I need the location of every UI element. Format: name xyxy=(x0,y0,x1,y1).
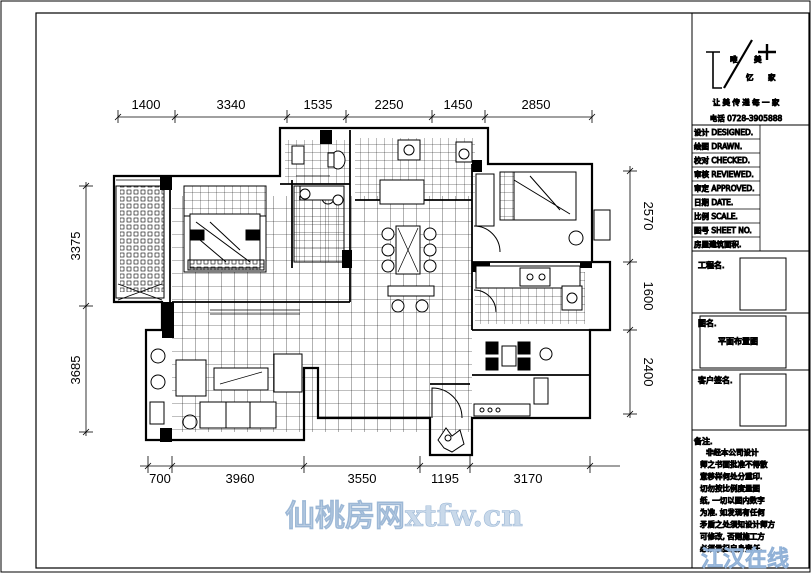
row-drawn: 绘图 DRAWN. xyxy=(694,141,742,151)
logo-char-3: 忆 xyxy=(746,72,754,82)
row-sheet-no: 图号 SHEET NO. xyxy=(694,226,752,235)
drawing-name-label: 图名. xyxy=(698,318,717,328)
note-line: 纸, 一切以图内数字 xyxy=(700,495,765,505)
row-date: 日期 DATE. xyxy=(694,198,733,207)
entrance-door xyxy=(431,377,549,419)
title-block: 唯 美 忆 家 让 美 传 递 每 一 家 电话 0728-3905888 设计… xyxy=(691,13,809,568)
dim-top-1: 1400 xyxy=(132,97,161,112)
dim-bottom-2: 3960 xyxy=(226,471,255,486)
right-dimension-line xyxy=(623,166,637,418)
company-logo xyxy=(706,39,776,89)
dim-bottom-1: 700 xyxy=(149,471,171,486)
client-signature-box xyxy=(739,373,787,427)
top-dimension-line xyxy=(114,110,596,123)
bar-stools xyxy=(387,285,435,313)
note-line: 可修改, 否则施工方 xyxy=(700,531,765,541)
living-room-furniture xyxy=(149,348,303,430)
bathroom-1-fixtures xyxy=(291,145,346,206)
dim-bottom-3: 3550 xyxy=(348,471,377,486)
bathroom-2-fixtures xyxy=(379,139,473,205)
drawing-name: 平面布置图 xyxy=(718,336,758,346)
entrance-plant-figure xyxy=(437,427,465,453)
dim-top-4: 2250 xyxy=(375,97,404,112)
row-reviewed: 审核 REVIEWED. xyxy=(694,169,754,179)
client-signature-label: 客户签名. xyxy=(698,375,733,385)
note-line: 切勿按比例度量图 xyxy=(700,483,760,493)
note-line: 师之书面批准不得散 xyxy=(700,459,768,469)
floor-plan xyxy=(112,126,612,457)
exterior-walls xyxy=(112,126,612,457)
dim-bottom-5: 3170 xyxy=(514,471,543,486)
project-name-box xyxy=(739,257,787,311)
bottom-dimension-line xyxy=(140,456,620,473)
left-dimension-line xyxy=(79,182,93,436)
dim-right-3: 2400 xyxy=(641,358,656,387)
note-line: 为准. 如发现有任何 xyxy=(700,507,765,517)
second-bedroom-bed xyxy=(473,171,611,253)
note-line: 矛盾之处须知设计师方 xyxy=(700,519,775,529)
dim-top-5: 1450 xyxy=(444,97,473,112)
notes-label: 备注. xyxy=(694,436,713,446)
study-balcony-window xyxy=(117,283,163,301)
logo-char-4: 家 xyxy=(768,72,776,82)
master-bedroom-bed xyxy=(183,185,267,273)
company-slogan: 让 美 传 递 每 一 家 xyxy=(713,97,780,107)
kitchen-counter xyxy=(473,265,583,313)
logo-char-1: 唯 xyxy=(730,54,738,64)
dim-right-2: 1600 xyxy=(641,282,656,311)
note-line: 意移样何处分重印. xyxy=(700,471,762,481)
title-block-rows xyxy=(692,125,761,251)
site-watermark: 仙桃房网xtfw.cn xyxy=(285,499,523,534)
dim-left-1: 3375 xyxy=(68,232,83,261)
row-checked: 校对 CHECKED. xyxy=(694,155,750,165)
inner-border xyxy=(35,12,810,569)
dim-top-3: 1535 xyxy=(304,97,333,112)
row-approved: 审定 APPROVED. xyxy=(694,183,755,193)
dim-top-6: 2850 xyxy=(522,97,551,112)
drawing-name-box xyxy=(699,315,787,369)
row-floor-area: 房屋建筑面积. xyxy=(694,239,741,249)
row-scale: 比例 SCALE. xyxy=(694,211,738,221)
row-designed: 设计 DESIGNED. xyxy=(694,127,753,137)
project-name-label: 工程名. xyxy=(698,260,725,270)
bottom-dimension-labels: 700 3960 3550 1195 3170 xyxy=(149,471,542,486)
note-line: 非经本公司设计 xyxy=(706,447,759,457)
dim-left-2: 3685 xyxy=(68,356,83,385)
notes-text: 非经本公司设计 师之书面批准不得散 意移样何处分重印. 切勿按比例度量图 纸, … xyxy=(700,447,776,554)
study-wardrobe xyxy=(115,185,165,299)
dim-right-1: 2570 xyxy=(641,202,656,231)
top-dimension-labels: 1400 3340 1535 2250 1450 2850 xyxy=(132,97,551,112)
study-floor xyxy=(120,186,164,292)
dining-table xyxy=(381,225,437,275)
corner-watermark: 江汉在线 xyxy=(701,546,789,572)
small-table-set xyxy=(485,341,553,371)
logo-char-2: 美 xyxy=(754,54,762,64)
company-phone: 电话 0728-3905888 xyxy=(710,113,783,123)
note-line: 必须承担自身责任. xyxy=(700,543,762,553)
dim-bottom-4: 1195 xyxy=(431,471,459,486)
dim-top-2: 3340 xyxy=(217,97,246,112)
windows xyxy=(116,163,580,315)
